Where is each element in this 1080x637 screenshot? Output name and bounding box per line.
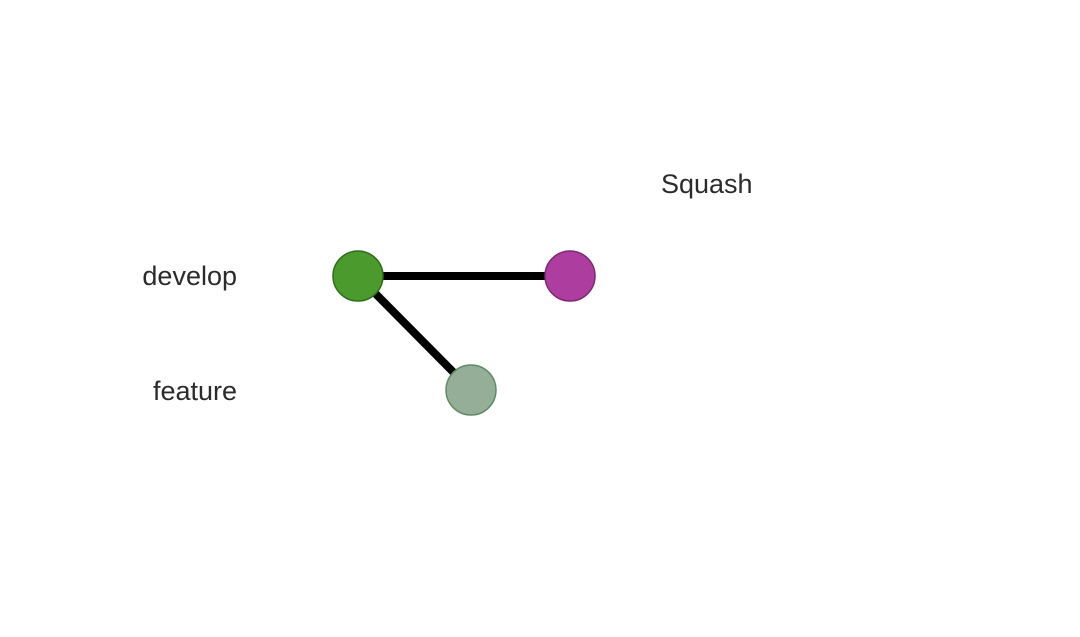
diagram-title: Squash <box>661 169 753 199</box>
edges-layer <box>355 272 570 393</box>
branch-label-feature: feature <box>152 376 237 406</box>
commit-node-base <box>332 250 384 302</box>
nodes-layer <box>332 250 596 416</box>
edge-base-to-feature-commit <box>355 273 474 393</box>
commit-node-feature-commit <box>445 364 497 416</box>
branch-label-develop: develop <box>142 261 237 291</box>
commit-node-squash <box>544 250 596 302</box>
